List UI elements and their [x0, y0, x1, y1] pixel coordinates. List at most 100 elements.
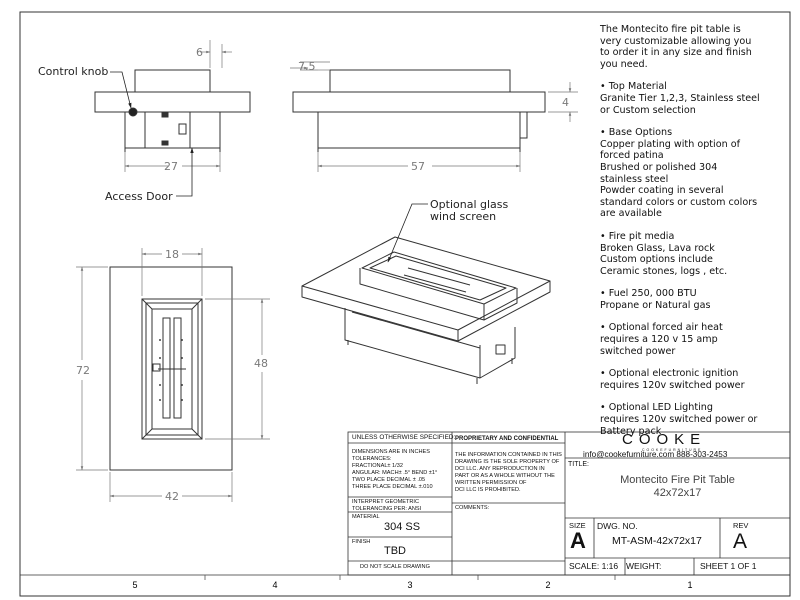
- sheet-border: [19, 11, 791, 597]
- scale-value: SCALE: 1:16: [569, 561, 619, 571]
- notes-top-material: • Top Material Granite Tier 1,2,3, Stain…: [600, 81, 790, 116]
- company-logo: COOKE: [622, 431, 707, 448]
- drawing-title-size: 42x72x17: [653, 487, 702, 499]
- tolerance-line: THREE PLACE DECIMAL ±.010: [352, 484, 433, 490]
- zone-5: 5: [132, 580, 137, 590]
- top-material-head: • Top Material: [600, 81, 667, 93]
- front-dims: [124, 40, 232, 172]
- zone-ticks: [204, 575, 616, 580]
- unless-specified-label: UNLESS OTHERWISE SPECIFIED:: [352, 434, 456, 441]
- forced-air-head: • Optional forced air heat: [600, 322, 723, 334]
- base-options-line: Copper plating with option of: [600, 138, 740, 150]
- tolerance-notes: DIMENSIONS ARE IN INCHES TOLERANCES: FRA…: [352, 449, 437, 491]
- finish-label: FINISH: [352, 539, 371, 545]
- intro-line: to order it in any size and finish: [600, 47, 752, 59]
- side-height-dim: 4: [562, 96, 569, 109]
- title-label: TITLE:: [568, 461, 590, 468]
- intro-line: The Montecito fire pit table is: [600, 24, 741, 35]
- fire-pit-media-line: Custom options include: [600, 254, 713, 266]
- tolerance-line: DIMENSIONS ARE IN INCHES: [352, 449, 431, 455]
- fire-pit-media-line: Broken Glass, Lava rock: [600, 242, 715, 254]
- base-options-line: forced patina: [600, 150, 664, 162]
- base-options-line: Brushed or polished 304: [600, 161, 718, 173]
- led-line: requires 120v switched power or: [600, 414, 758, 426]
- company-subtitle: C O O K E F U R N I T U R E: [642, 448, 701, 452]
- do-not-scale: DO NOT SCALE DRAWING: [360, 564, 430, 570]
- fuel-line: Propane or Natural gas: [600, 299, 711, 311]
- base-options-head: • Base Options: [600, 127, 673, 139]
- proprietary-line: WRITTEN PERMISSION OF: [455, 480, 527, 486]
- rev-value: A: [733, 530, 748, 553]
- proprietary-line: THE INFORMATION CONTAINED IN THIS: [455, 452, 562, 458]
- notes-led: • Optional LED Lighting requires 120v sw…: [600, 402, 790, 437]
- notes-fire-pit-media: • Fire pit media Broken Glass, Lava rock…: [600, 231, 790, 277]
- finish-value: TBD: [384, 545, 406, 557]
- notes-forced-air: • Optional forced air heat requires a 12…: [600, 322, 790, 357]
- led-head: • Optional LED Lighting: [600, 402, 713, 414]
- wind-screen-label-1: Optional glass: [430, 198, 509, 211]
- front-view: [94, 69, 251, 152]
- dwg-no-label: DWG. NO.: [597, 521, 638, 531]
- notes-panel: The Montecito fire pit table is very cus…: [600, 24, 790, 448]
- interpret-tolerancing: INTERPRET GEOMETRIC TOLERANCING PER: ANS…: [352, 499, 421, 513]
- top-length-dim: 72: [76, 364, 90, 377]
- wind-screen-label-2: wind screen: [430, 210, 496, 223]
- tolerance-line: TOLERANCES:: [352, 456, 392, 462]
- side-view: [292, 69, 546, 152]
- base-options-line: standard colors or custom colors: [600, 196, 758, 208]
- fire-pit-media-head: • Fire pit media: [600, 230, 675, 242]
- fire-pit-media-line: Ceramic stones, logs , etc.: [600, 265, 728, 277]
- zone-2: 2: [545, 580, 550, 590]
- base-options-line: are available: [600, 208, 662, 220]
- proprietary-line: DCI LLC. ANY REPRODUCTION IN: [455, 466, 545, 472]
- fuel-head: • Fuel 250, 000 BTU: [600, 288, 697, 300]
- forced-air-line: requires a 120 v 15 amp: [600, 334, 718, 346]
- wind-screen-leader: [387, 203, 428, 263]
- front-width-dim: 27: [164, 160, 178, 173]
- comments-label: COMMENTS:: [455, 505, 490, 511]
- material-label: MATERIAL: [352, 514, 380, 520]
- control-knob-label: Control knob: [38, 65, 108, 78]
- proprietary-line: PART OR AS A WHOLE WITHOUT THE: [455, 473, 555, 479]
- notes-base-options: • Base Options Copper plating with optio…: [600, 127, 790, 220]
- top-inner-width-dim: 18: [165, 248, 179, 261]
- weight-label: WEIGHT:: [626, 561, 662, 571]
- zone-1: 1: [687, 580, 692, 590]
- tolerance-line: FRACTIONAL± 1/32: [352, 463, 403, 469]
- intro-line: very customizable allowing you: [600, 35, 752, 47]
- base-options-line: stainless steel: [600, 173, 669, 185]
- front-top-dim: 6: [196, 46, 203, 59]
- dwg-no-value: MT-ASM-42x72x17: [612, 535, 702, 547]
- contact-info: info@cookefurniture.com 888-303-2453: [583, 450, 728, 459]
- interpret-line: TOLERANCING PER: ANSI: [352, 506, 422, 512]
- rev-label: REV: [733, 521, 749, 530]
- ignition-head: • Optional electronic ignition: [600, 368, 739, 380]
- zone-4: 4: [272, 580, 277, 590]
- proprietary-line: DRAWING IS THE SOLE PROPERTY OF: [455, 459, 560, 465]
- top-inner-length-dim: 48: [254, 357, 268, 370]
- notes-intro: The Montecito fire pit table is very cus…: [600, 24, 790, 70]
- led-line: Battery pack: [600, 425, 662, 437]
- notes-ignition: • Optional electronic ignition requires …: [600, 368, 790, 391]
- base-options-line: Powder coating in several: [600, 185, 724, 197]
- forced-air-line: switched power: [600, 345, 676, 357]
- proprietary-heading: PROPRIETARY AND CONFIDENTIAL: [455, 436, 559, 442]
- top-view: [109, 266, 233, 471]
- top-material-line: or Custom selection: [600, 104, 696, 116]
- side-length-dim: 57: [411, 160, 425, 173]
- size-value: A: [570, 528, 586, 553]
- intro-line: you need.: [600, 58, 648, 70]
- iso-view: [301, 236, 551, 384]
- top-material-line: Granite Tier 1,2,3, Stainless steel: [600, 92, 760, 104]
- ignition-line: requires 120v switched power: [600, 379, 745, 391]
- access-door-label: Access Door: [105, 190, 173, 203]
- size-label: SIZE: [569, 521, 586, 530]
- control-knob-leader: [110, 71, 132, 109]
- tolerance-line: TWO PLACE DECIMAL ± .05: [352, 477, 426, 483]
- top-width-dim: 42: [165, 490, 179, 503]
- side-top-dim: 7.5: [298, 60, 316, 73]
- material-value: 304 SS: [384, 521, 421, 533]
- zone-3: 3: [407, 580, 412, 590]
- top-view-dots: [159, 339, 183, 401]
